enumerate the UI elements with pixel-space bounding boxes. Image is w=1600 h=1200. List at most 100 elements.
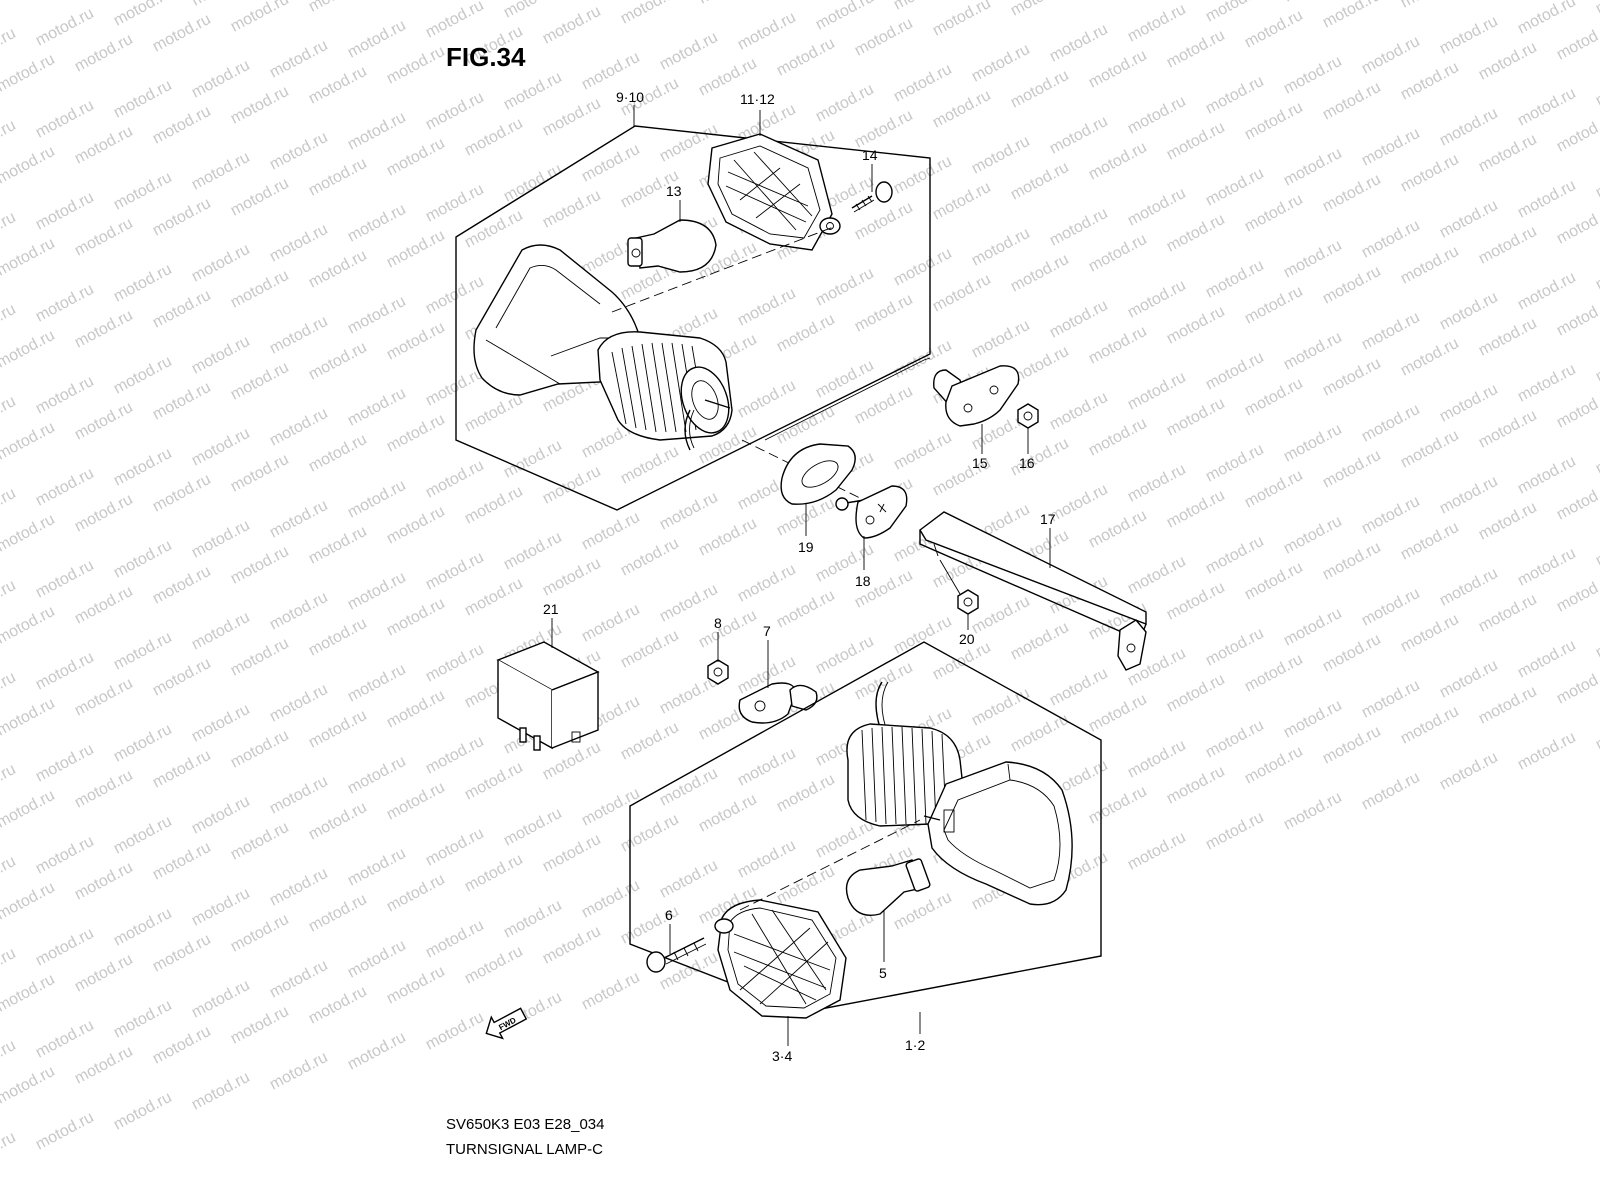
watermark-text: motod.ru [1008, 67, 1072, 112]
watermark-text: motod.ru [306, 63, 370, 108]
watermark-text: motod.ru [1476, 407, 1540, 452]
watermark-text: motod.ru [345, 661, 409, 706]
watermark-text: motod.ru [1398, 243, 1462, 288]
watermark-text: motod.ru [1242, 283, 1306, 328]
watermark-text: motod.ru [1359, 493, 1423, 538]
watermark-text: motod.ru [813, 633, 877, 678]
watermark-text: motod.ru [852, 383, 916, 428]
watermark-text: motod.ru [1398, 703, 1462, 748]
watermark-text: motod.ru [0, 51, 58, 96]
mount-plate-15 [933, 365, 1020, 427]
watermark-text: motod.ru [228, 727, 292, 772]
watermark-text: motod.ru [930, 0, 994, 40]
watermark-text: motod.ru [1164, 763, 1228, 808]
watermark-text: motod.ru [111, 0, 175, 30]
watermark-text: motod.ru [579, 49, 643, 94]
watermark-text: motod.ru [891, 153, 955, 198]
watermark-text: motod.ru [1320, 171, 1384, 216]
watermark-text: motod.ru [306, 707, 370, 752]
watermark-text: motod.ru [1437, 473, 1501, 518]
watermark-text: motod.ru [228, 911, 292, 956]
watermark-text: motod.ru [891, 429, 955, 474]
watermark-text: motod.ru [1398, 427, 1462, 472]
upper-assembly-frame [455, 125, 931, 511]
watermark-text: motod.ru [1554, 203, 1600, 248]
watermark-text: motod.ru [0, 945, 19, 990]
watermark-text: motod.ru [1359, 33, 1423, 78]
watermark-text: motod.ru [33, 557, 97, 602]
watermark-text: motod.ru [1515, 453, 1579, 498]
watermark-text: motod.ru [1086, 323, 1150, 368]
watermark-text: motod.ru [540, 463, 604, 508]
watermark-text: motod.ru [852, 291, 916, 336]
nut-20 [939, 559, 979, 615]
lower-lens-screw [646, 937, 707, 973]
watermark-text: motod.ru [345, 293, 409, 338]
watermark-text: motod.ru [111, 169, 175, 214]
watermark-text: motod.ru [1515, 637, 1579, 682]
watermark-text: motod.ru [423, 365, 487, 410]
watermark-text: motod.ru [1086, 415, 1150, 460]
watermark-text: motod.ru [1476, 683, 1540, 728]
watermark-text: motod.ru [1359, 309, 1423, 354]
watermark-text: motod.ru [1281, 329, 1345, 374]
watermark-text: motod.ru [384, 319, 448, 364]
watermark-text: motod.ru [72, 859, 136, 904]
watermark-text: motod.ru [1086, 783, 1150, 828]
watermark-text: motod.ru [1008, 0, 1072, 20]
watermark-text: motod.ru [423, 273, 487, 318]
watermark-text: motod.ru [852, 15, 916, 60]
watermark-text: motod.ru [189, 425, 253, 470]
watermark-text: motod.ru [306, 891, 370, 936]
watermark-text: motod.ru [1203, 257, 1267, 302]
watermark-text: motod.ru [1125, 93, 1189, 138]
watermark-text: motod.ru [891, 61, 955, 106]
watermark-text: motod.ru [1515, 269, 1579, 314]
callout-19: 19 [798, 539, 814, 555]
watermark-text: motod.ru [1008, 159, 1072, 204]
callout-6: 6 [665, 907, 673, 923]
watermark-text: motod.ru [1164, 27, 1228, 72]
watermark-text: motod.ru [813, 357, 877, 402]
grommet-19 [780, 443, 856, 505]
watermark-text: motod.ru [1476, 315, 1540, 360]
watermark-text: motod.ru [72, 307, 136, 352]
watermark-text: motod.ru [579, 141, 643, 186]
watermark-text: motod.ru [0, 787, 58, 832]
watermark-text: motod.ru [267, 129, 331, 174]
callout-20: 20 [959, 631, 975, 647]
watermark-text: motod.ru [306, 0, 370, 16]
watermark-text: motod.ru [423, 89, 487, 134]
watermark-text: motod.ru [1008, 619, 1072, 664]
watermark-text: motod.ru [657, 29, 721, 74]
watermark-text: motod.ru [1281, 789, 1345, 834]
watermark-text: motod.ru [1437, 13, 1501, 58]
watermark-text: motod.ru [774, 311, 838, 356]
watermark-text: motod.ru [0, 1129, 19, 1174]
watermark-text: motod.ru [0, 393, 19, 438]
watermark-text: motod.ru [618, 627, 682, 672]
watermark-text: motod.ru [813, 817, 877, 862]
watermark-text: motod.ru [0, 117, 19, 162]
watermark-text: motod.ru [150, 747, 214, 792]
watermark-text: motod.ru [345, 477, 409, 522]
watermark-text: motod.ru [501, 161, 565, 206]
watermark-text: motod.ru [33, 5, 97, 50]
watermark-text: motod.ru [384, 687, 448, 732]
watermark-text: motod.ru [384, 43, 448, 88]
watermark-text: motod.ru [33, 925, 97, 970]
watermark-text: motod.ru [735, 285, 799, 330]
watermark-text: motod.ru [1476, 591, 1540, 636]
watermark-text: motod.ru [111, 629, 175, 674]
watermark-text: motod.ru [1476, 39, 1540, 84]
watermark-text: motod.ru [1242, 467, 1306, 512]
watermark-text: motod.ru [1593, 0, 1600, 18]
watermark-text: motod.ru [306, 523, 370, 568]
watermark-text: motod.ru [1515, 361, 1579, 406]
watermark-text: motod.ru [423, 457, 487, 502]
watermark-text: motod.ru [1320, 539, 1384, 584]
watermark-text: motod.ru [150, 931, 214, 976]
watermark-text: motod.ru [579, 877, 643, 922]
watermark-text: motod.ru [0, 485, 19, 530]
watermark-text: motod.ru [1164, 395, 1228, 440]
